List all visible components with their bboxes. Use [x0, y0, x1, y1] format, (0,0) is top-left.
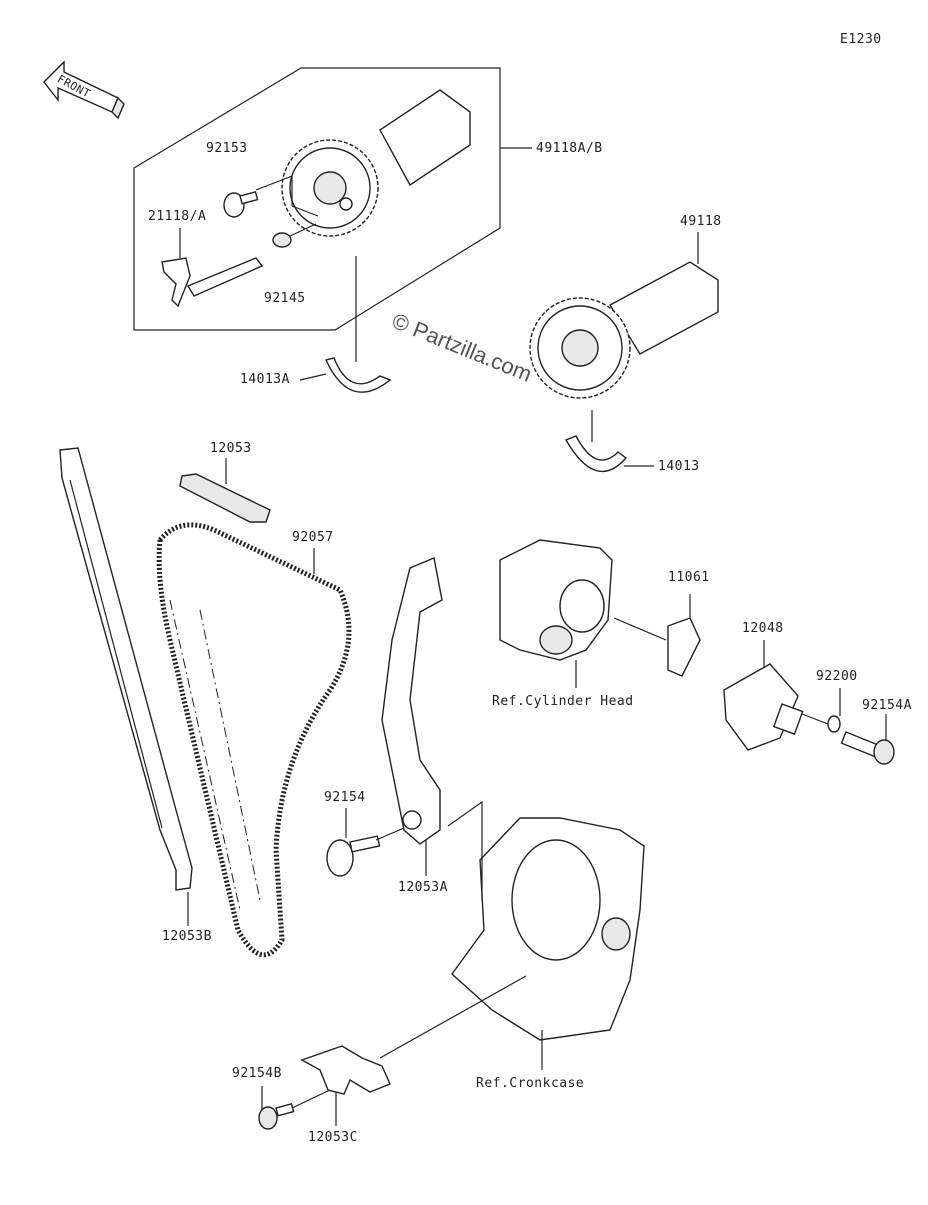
lever-21118a-part	[161, 257, 264, 308]
ring-14013a-part	[325, 357, 392, 393]
label-14013: 14013	[658, 459, 700, 474]
chain-92057-part	[156, 522, 352, 958]
guide-12053b-part	[59, 447, 193, 891]
label-92200: 92200	[816, 669, 858, 684]
label-12048: 12048	[742, 621, 784, 636]
label-49118: 49118	[680, 214, 722, 229]
diagram-code: E1230	[840, 32, 882, 47]
label-12053c: 12053C	[308, 1130, 358, 1145]
label-92154b: 92154B	[232, 1066, 282, 1081]
bolt-92154b-part	[258, 1103, 295, 1130]
camshaft-kit-part	[281, 89, 471, 237]
washer-92200-part	[827, 715, 841, 733]
label-92057: 92057	[292, 530, 334, 545]
ref-crankcase: Ref.Cronkcase	[476, 1076, 585, 1091]
bolt-92153-part	[223, 191, 259, 218]
label-21118a: 21118/A	[148, 209, 207, 224]
guide-12053a-part	[381, 557, 443, 845]
bolt-92154a-part	[840, 731, 895, 765]
label-92154a: 92154A	[862, 698, 912, 713]
spring-92145-part	[272, 232, 292, 248]
label-14013a: 14013A	[240, 372, 290, 387]
camshaft-49118-part	[529, 261, 719, 399]
cylinder-head-ref	[499, 539, 613, 661]
label-11061: 11061	[668, 570, 710, 585]
label-49118ab: 49118A/B	[536, 141, 603, 156]
label-12053: 12053	[210, 441, 252, 456]
kit-outline	[133, 67, 501, 331]
bolt-92154-part	[326, 835, 381, 877]
label-12053a: 12053A	[398, 880, 448, 895]
label-92145: 92145	[264, 291, 306, 306]
front-arrow-icon	[43, 60, 125, 120]
ref-cylinder-head: Ref.Cylinder Head	[492, 694, 634, 709]
label-12053b: 12053B	[162, 929, 212, 944]
label-92153: 92153	[206, 141, 248, 156]
gasket-11061-part	[667, 617, 701, 677]
pad-12053-part	[179, 473, 271, 523]
bracket-12053c-part	[300, 1045, 391, 1095]
tensioner-12048-part	[723, 663, 804, 751]
crankcase-ref	[451, 817, 645, 1041]
ring-14013-part	[564, 435, 628, 473]
label-92154: 92154	[324, 790, 366, 805]
